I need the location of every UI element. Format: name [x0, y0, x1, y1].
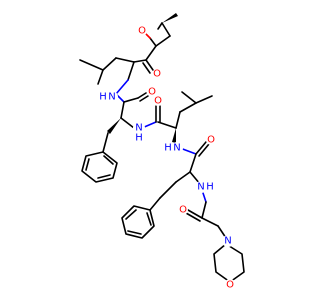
- ketone-bond: [145, 45, 157, 61]
- carbonyl-bond: [187, 209, 203, 219]
- amide-3-nitrogen-label: N: [173, 143, 180, 154]
- backbone-bond: [115, 79, 129, 95]
- backbone-bond: [120, 101, 125, 119]
- epoxide-bond: [161, 22, 171, 37]
- phenyl-ring: [146, 212, 152, 226]
- chemical-structure-diagram: O O N H O N H O N H O N H O N: [79, 13, 245, 291]
- stereo-wedge: [162, 13, 178, 23]
- backbone-bond: [120, 117, 135, 129]
- backbone-bond: [123, 97, 139, 103]
- morpholine-nitrogen-label: N: [224, 236, 231, 247]
- ketone-bond: [142, 62, 151, 74]
- sidechain-bond: [115, 57, 135, 63]
- amide-4-oxygen-label: O: [179, 205, 187, 216]
- amide-2-oxygen-label: O: [154, 96, 162, 107]
- sidechain-bond: [97, 69, 104, 85]
- epoxide-oxygen-label: O: [138, 26, 146, 37]
- amide-4-nitrogen-label: N: [197, 182, 204, 193]
- morpholine-ring: [213, 243, 245, 283]
- sidechain-bond: [149, 197, 161, 211]
- stereo-wedge: [107, 118, 121, 134]
- sidechain-bond: [179, 102, 197, 113]
- epoxide-bond: [155, 35, 171, 47]
- sidechain-bond: [175, 171, 191, 183]
- carbonyl-bond: [137, 92, 147, 99]
- amide-2-hydrogen-label: H: [135, 133, 143, 144]
- epoxide-bond: [157, 22, 163, 30]
- bond-layer: [79, 13, 245, 283]
- backbone-bond: [217, 225, 227, 239]
- backbone-bond: [201, 201, 207, 219]
- amide-4-hydrogen-label: H: [206, 182, 214, 193]
- epoxide-bond: [149, 37, 157, 47]
- sidechain-bond: [175, 111, 181, 129]
- ketone-oxygen-label: O: [153, 69, 161, 80]
- carbonyl-bond: [139, 95, 149, 102]
- carbonyl-bond: [185, 212, 201, 222]
- amide-1-nitrogen-label: N: [108, 92, 115, 103]
- sidechain-bond: [195, 95, 213, 104]
- amide-1-oxygen-label: O: [148, 87, 156, 98]
- phenyl-ring: [127, 230, 142, 235]
- amide-3-oxygen-label: O: [207, 135, 215, 146]
- carbonyl-bond: [195, 141, 207, 155]
- backbone-bond: [157, 121, 177, 129]
- phenyl-ring: [81, 151, 118, 183]
- sidechain-bond: [159, 181, 177, 199]
- phenyl-ring: [85, 158, 90, 171]
- phenyl-ring: [97, 174, 111, 179]
- amide-3-hydrogen-label: H: [164, 143, 172, 154]
- stereo-wedge: [172, 128, 176, 143]
- ketone-bond: [145, 59, 154, 71]
- phenyl-ring: [125, 209, 137, 220]
- amide-1-hydrogen-label: H: [99, 92, 107, 103]
- sidechain-bond: [79, 59, 104, 71]
- carbonyl-bond: [198, 143, 210, 157]
- ketone-bond: [133, 59, 147, 63]
- sidechain-bond: [181, 91, 197, 104]
- morpholine-oxygen-label: O: [226, 280, 234, 291]
- backbone-bond: [189, 153, 197, 173]
- benzyl-bond: [102, 132, 109, 153]
- backbone-bond: [201, 217, 219, 227]
- sidechain-bond: [102, 57, 117, 71]
- phenyl-ring: [121, 205, 155, 239]
- amide-2-nitrogen-label: N: [135, 123, 142, 134]
- phenyl-ring: [103, 155, 114, 165]
- backbone-bond: [127, 61, 135, 81]
- atom-label-layer: O O N H O N H O N H O N H O N: [99, 26, 236, 291]
